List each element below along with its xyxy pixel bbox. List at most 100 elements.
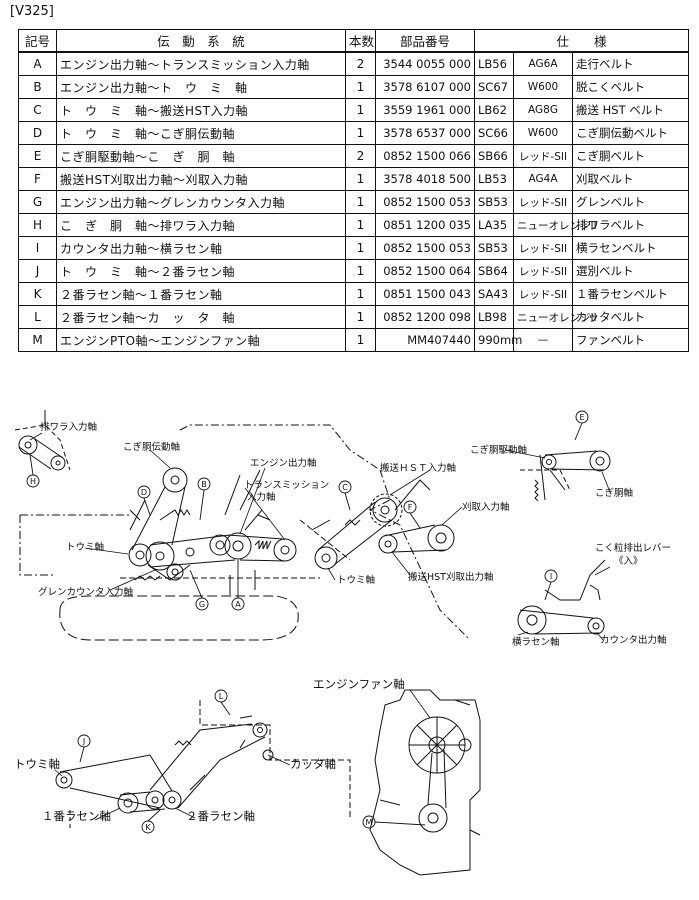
row-code: D <box>18 121 57 145</box>
row-part-no: 3578 6107 000 <box>375 75 475 99</box>
label-hst-input-shaft: 搬送ＨＳＴ入力軸 <box>380 462 456 474</box>
callout-F: F <box>408 503 413 512</box>
row-spec-grade: ニューオレンジII <box>513 213 597 237</box>
label-grain-counter-input-shaft: グレンカウンタ入力軸 <box>38 586 133 598</box>
label-haiwara-input-shaft: 排ワラ入力軸 <box>40 421 97 433</box>
counter-figure <box>517 559 606 635</box>
kogidou-figure <box>520 450 611 502</box>
row-system: 搬送HST刈取出力軸〜刈取入力軸 <box>56 167 346 191</box>
row-spec-grade: W600 <box>513 75 573 99</box>
row-spec-name: 横ラセンベルト <box>571 236 690 260</box>
row-system: エンジン出力軸〜グレンカウンタ入力軸 <box>56 190 346 214</box>
row-spec-grade: W600 <box>513 121 573 145</box>
row-qty: 1 <box>345 328 376 352</box>
row-spec-type: SC67 <box>474 75 514 99</box>
callout-G: G <box>199 600 205 609</box>
row-spec-name: カッタベルト <box>571 305 690 329</box>
label-toumi-shaft: トウミ軸 <box>66 541 104 553</box>
row-code: I <box>18 236 57 260</box>
row-qty: 1 <box>345 305 376 329</box>
row-spec-type: SC66 <box>474 121 514 145</box>
row-spec-type: LB53 <box>474 167 514 191</box>
label-kogidou-shaft: こぎ胴軸 <box>595 487 633 499</box>
row-spec-name: 搬送 HST ベルト <box>571 98 690 122</box>
row-part-no: MM407440 <box>375 328 475 352</box>
label-engine-output-shaft: エンジン出力軸 <box>250 457 317 469</box>
row-system: ト ウ ミ 軸〜２番ラセン軸 <box>56 259 346 283</box>
header-qty: 本数 <box>345 29 376 53</box>
label-transmission-input-shaft-line1: トランスミッション <box>244 480 329 491</box>
row-spec-name: 排ワラベルト <box>571 213 690 237</box>
callout-J: J <box>82 737 85 746</box>
row-code: J <box>18 259 57 283</box>
row-part-no: 3578 4018 500 <box>375 167 475 191</box>
engine-fan-figure <box>369 689 481 876</box>
row-spec-type: SA43 <box>474 282 514 306</box>
label-counter-output-shaft: カウンタ出力軸 <box>600 634 667 646</box>
callout-markers <box>26 410 589 834</box>
callout-L: L <box>219 692 224 701</box>
label-engine-fan-shaft: エンジンファン軸 <box>313 677 405 691</box>
row-system: エンジンPTO軸〜エンジンファン軸 <box>56 328 346 352</box>
callout-M: M <box>366 818 373 827</box>
diagram-labels: 排ワラ入力軸 こぎ胴伝動軸 エンジン出力軸 トランスミッション 入力軸 トウミ軸… <box>14 421 671 823</box>
row-spec-type: LB98 <box>474 305 514 329</box>
callout-C: C <box>342 483 348 492</box>
row-spec-name: 選別ベルト <box>571 259 690 283</box>
label-cutter-shaft: カッタ軸 <box>290 757 336 771</box>
row-qty: 2 <box>345 144 376 168</box>
row-code: M <box>18 328 57 352</box>
main-drivetrain-figure <box>14 410 381 641</box>
label-kogidou-transmission-shaft: こぎ胴伝動軸 <box>123 441 180 453</box>
row-spec-grade: レッド-SII <box>513 190 573 214</box>
row-spec-type: SB53 <box>474 190 514 214</box>
row-spec-grade: AG6A <box>513 51 573 76</box>
row-spec-name: 脱こくベルト <box>571 75 690 99</box>
label-grain-lever-line1: こく粒排出レバー <box>595 542 671 554</box>
row-spec-grade: レッド-SII <box>513 236 573 260</box>
hst-figure <box>311 469 471 641</box>
row-spec-type: LB62 <box>474 98 514 122</box>
row-part-no: 0851 1500 043 <box>375 282 475 306</box>
callout-A: A <box>235 600 241 609</box>
callout-I: I <box>550 572 552 581</box>
model-code: [V325] <box>10 4 54 19</box>
row-spec-type: 990mm <box>474 328 522 352</box>
sorting-figure <box>55 700 351 830</box>
callout-letters: A B C D E F G H I J K L M <box>30 413 585 832</box>
row-qty: 1 <box>345 167 376 191</box>
row-system: エンジン出力軸〜トランスミッション入力軸 <box>56 51 346 76</box>
row-qty: 1 <box>345 75 376 99</box>
callout-E: E <box>579 413 584 422</box>
row-part-no: 0851 1200 035 <box>375 213 475 237</box>
row-qty: 1 <box>345 282 376 306</box>
label-grain-lever-line2: 《入》 <box>614 556 643 567</box>
label-toumi-shaft-c: トウミ軸 <box>337 574 375 586</box>
row-part-no: 3559 1961 000 <box>375 98 475 122</box>
row-part-no: 3544 0055 000 <box>375 51 475 76</box>
table-header-row: 記号 伝 動 系 統 本数 部品番号 仕 様 <box>18 29 690 53</box>
label-transmission-input-shaft-line2: 入力軸 <box>247 491 276 503</box>
header-system: 伝 動 系 統 <box>56 29 346 53</box>
label-auger-1-shaft: １番ラセン軸 <box>42 809 111 823</box>
header-code: 記号 <box>18 29 57 53</box>
row-spec-grade: レッド-SII <box>513 259 573 283</box>
leader-lines <box>29 432 611 821</box>
label-toumi-shaft-j: トウミ軸 <box>14 757 60 771</box>
callout-H: H <box>30 477 36 486</box>
row-system: こぎ胴駆動軸〜こ ぎ 胴 軸 <box>56 144 346 168</box>
label-auger-2-shaft: ２番ラセン軸 <box>186 809 255 823</box>
row-spec-grade: AG8G <box>513 98 573 122</box>
row-spec-grade: — <box>513 328 573 352</box>
